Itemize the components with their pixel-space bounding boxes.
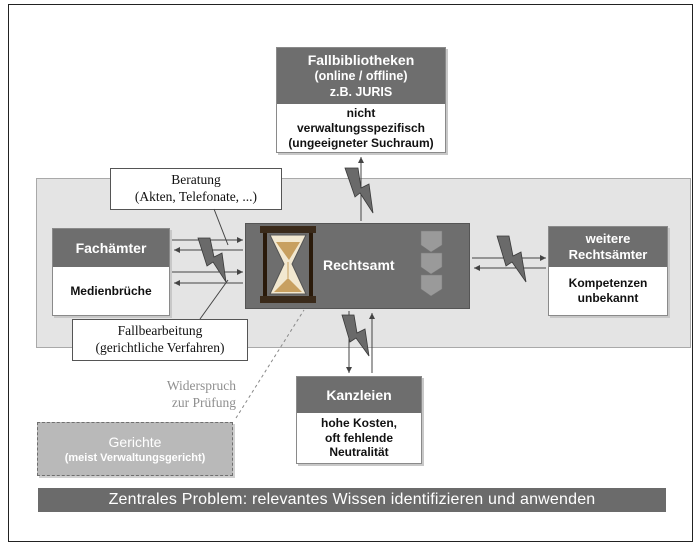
- lightning-bolt-icon: [496, 235, 527, 283]
- fallbibliotheken-line-1: nicht: [346, 105, 376, 120]
- kanzleien-line-3: Neutralität: [329, 445, 389, 460]
- kanzleien-box: Kanzleien hohe Kosten, oft fehlende Neut…: [296, 376, 422, 464]
- rechtsamt-title: Rechtsamt: [323, 257, 395, 273]
- chevron-down-icon: [420, 252, 443, 275]
- kanzleien-body: hohe Kosten, oft fehlende Neutralität: [297, 413, 421, 463]
- lightning-bolt-icon: [197, 237, 227, 283]
- fachaemter-header: Fachämter: [53, 229, 169, 267]
- kanzleien-header: Kanzleien: [297, 377, 421, 413]
- lightning-bolt-icon: [341, 314, 370, 357]
- weitere-rechtsaemter-header: weitere Rechtsämter: [549, 227, 667, 267]
- beratung-callout: Beratung (Akten, Telefonate, ...): [110, 168, 282, 210]
- weitere-rechtsaemter-title-2: Rechtsämter: [568, 247, 648, 262]
- fallbibliotheken-body: nicht verwaltungsspezifisch (ungeeignete…: [277, 104, 445, 152]
- fallbibliotheken-mode: (online / offline): [314, 69, 408, 84]
- fallbibliotheken-title: Fallbibliotheken: [307, 51, 415, 68]
- fallbibliotheken-line-3: (ungeeigneter Suchraum): [288, 135, 434, 150]
- fallbibliotheken-line-2: verwaltungsspezifisch: [296, 120, 426, 135]
- widerspruch-line-1: Widerspruch: [166, 378, 236, 393]
- kanzleien-title: Kanzleien: [326, 387, 392, 403]
- fachaemter-issue: Medienbrüche: [70, 284, 152, 298]
- widerspruch-label: Widerspruch zur Prüfung: [140, 378, 236, 412]
- fallbearbeitung-detail: (gerichtliche Verfahren): [95, 340, 225, 355]
- lightning-bolt-icon: [344, 167, 374, 214]
- gerichte-box: Gerichte (meist Verwaltungsgericht): [37, 422, 233, 476]
- fallbibliotheken-header: Fallbibliotheken (online / offline) z.B.…: [277, 48, 445, 104]
- weitere-rechtsaemter-body: Kompetenzen unbekannt: [549, 267, 667, 315]
- gerichte-subtitle: (meist Verwaltungsgericht): [64, 452, 206, 464]
- chevron-down-icon: [420, 230, 443, 253]
- fallbearbeitung-callout: Fallbearbeitung (gerichtliche Verfahren): [72, 319, 248, 361]
- widerspruch-line-2: zur Prüfung: [171, 394, 236, 410]
- kanzleien-line-2: oft fehlende: [325, 430, 393, 445]
- hourglass-icon: [260, 226, 316, 303]
- weitere-rechtsaemter-title-1: weitere: [585, 231, 631, 247]
- beratung-detail: (Akten, Telefonate, ...): [134, 189, 258, 204]
- fachaemter-box: Fachämter Medienbrüche: [52, 228, 170, 316]
- fallbearbeitung-title: Fallbearbeitung: [117, 323, 203, 339]
- fachaemter-body: Medienbrüche: [53, 267, 169, 315]
- weitere-rechtsaemter-line-2: unbekannt: [577, 291, 639, 305]
- widerspruch-dashed-line: [235, 309, 305, 419]
- central-problem-text: Zentrales Problem: relevantes Wissen ide…: [108, 491, 596, 508]
- kanzleien-line-1: hohe Kosten,: [320, 416, 397, 431]
- weitere-rechtsaemter-line-1: Kompetenzen: [568, 276, 648, 290]
- beratung-title: Beratung: [171, 172, 221, 188]
- central-problem-banner: Zentrales Problem: relevantes Wissen ide…: [38, 488, 666, 512]
- fachaemter-title: Fachämter: [75, 240, 147, 256]
- gerichte-title: Gerichte: [108, 434, 162, 450]
- fallbibliotheken-box: Fallbibliotheken (online / offline) z.B.…: [276, 47, 446, 153]
- weitere-rechtsaemter-box: weitere Rechtsämter Kompetenzen unbekann…: [548, 226, 668, 316]
- fallbibliotheken-example: z.B. JURIS: [329, 84, 393, 99]
- chevron-down-icon: [420, 274, 443, 297]
